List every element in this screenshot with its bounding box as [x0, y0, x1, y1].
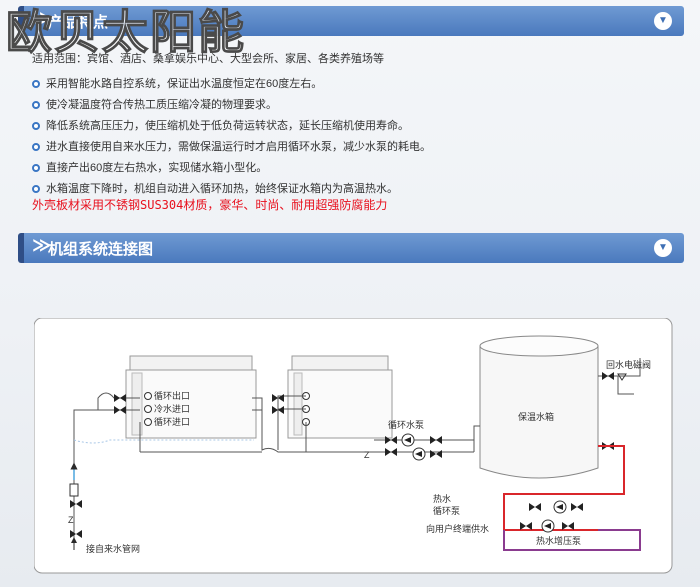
chevron-down-icon[interactable]: ▼ — [654, 239, 672, 257]
material-note: 外壳板材采用不锈钢SUS304材质，豪华、时尚、耐用超强防腐能力 — [32, 198, 388, 212]
bullet-icon — [32, 101, 40, 109]
double-chevron-icon: ≫ — [32, 8, 51, 28]
heat-pump-unit-1: 循环出口 冷水进口 循环进口 — [125, 355, 257, 439]
section-header-features[interactable]: ≫ 产品特点 ▼ — [18, 6, 684, 36]
bullet-icon — [32, 185, 40, 193]
section-title: 产品特点 — [48, 14, 109, 31]
circulation-pump-group: 循环水泵 — [388, 419, 426, 461]
section-header-diagram[interactable]: ≫ 机组系统连接图 ▼ — [18, 233, 684, 263]
system-connection-diagram: 循环出口 冷水进口 循环进口 保温水箱 — [34, 318, 673, 574]
storage-tank: 保温水箱 — [479, 335, 599, 479]
outlet-label: 循环出口 — [154, 390, 190, 401]
inlet-label: 接自来水管网 — [86, 543, 140, 554]
circulation-pump-label: 循环水泵 — [388, 419, 424, 430]
list-item: 采用智能水路自控系统，保证出水温度恒定在60度左右。 — [32, 74, 431, 95]
chevron-down-icon[interactable]: ▼ — [654, 12, 672, 30]
booster-loop — [503, 529, 641, 551]
inlet-circ-label: 循环进口 — [154, 416, 190, 427]
supply-label: 向用户终端供水 — [426, 523, 489, 534]
bypass-pipe — [73, 439, 254, 444]
list-item: 使冷凝温度符合传热工质压缩冷凝的物理要求。 — [32, 95, 431, 116]
hot-water-loop — [503, 445, 625, 531]
inlet-cold-label: 冷水进口 — [154, 403, 190, 414]
section-title: 机组系统连接图 — [48, 241, 154, 258]
bullet-icon — [32, 143, 40, 151]
return-solenoid-label: 回水电磁阀 — [606, 359, 651, 370]
inlet-check-valve-symbol: Z — [68, 515, 74, 525]
valve-symbols — [114, 372, 614, 458]
list-item: 降低系统高压压力，使压缩机处于低负荷运转状态，延长压缩机使用寿命。 — [32, 116, 431, 137]
bullet-icon — [32, 80, 40, 88]
hot-circ-pump-label-2: 循环泵 — [433, 505, 460, 516]
booster-pump-label: 热水增压泵 — [536, 535, 581, 546]
list-item: 进水直接使用自来水压力，需做保温运行时才启用循环水泵，减少水泵的耗电。 — [32, 137, 431, 158]
list-item: 直接产出60度左右热水，实现储水箱小型化。 — [32, 158, 431, 179]
hot-circ-pump-label-1: 热水 — [433, 493, 451, 504]
feature-list: 采用智能水路自控系统，保证出水温度恒定在60度左右。 使冷凝温度符合传热工质压缩… — [32, 74, 431, 200]
bullet-icon — [32, 122, 40, 130]
solenoid-valve-icon — [617, 373, 627, 381]
cold-water-inlet: Z 接自来水管网 — [68, 462, 140, 554]
watermark-logo: 欧贝太阳能 — [5, 4, 246, 59]
check-valve-symbol: Z — [364, 450, 370, 460]
double-chevron-icon: ≫ — [32, 235, 51, 255]
bullet-icon — [32, 164, 40, 172]
application-scope: 适用范围：宾馆、酒店、桑拿娱乐中心、大型会所、家居、各类养殖场等 — [32, 53, 384, 65]
tank-label: 保温水箱 — [518, 411, 554, 422]
hot-water-pumps — [520, 500, 583, 533]
list-item: 水箱温度下降时，机组自动进入循环加热，始终保证水箱内为高温热水。 — [32, 179, 431, 200]
heat-pump-unit-2 — [287, 355, 393, 439]
pipe-network — [73, 358, 641, 480]
